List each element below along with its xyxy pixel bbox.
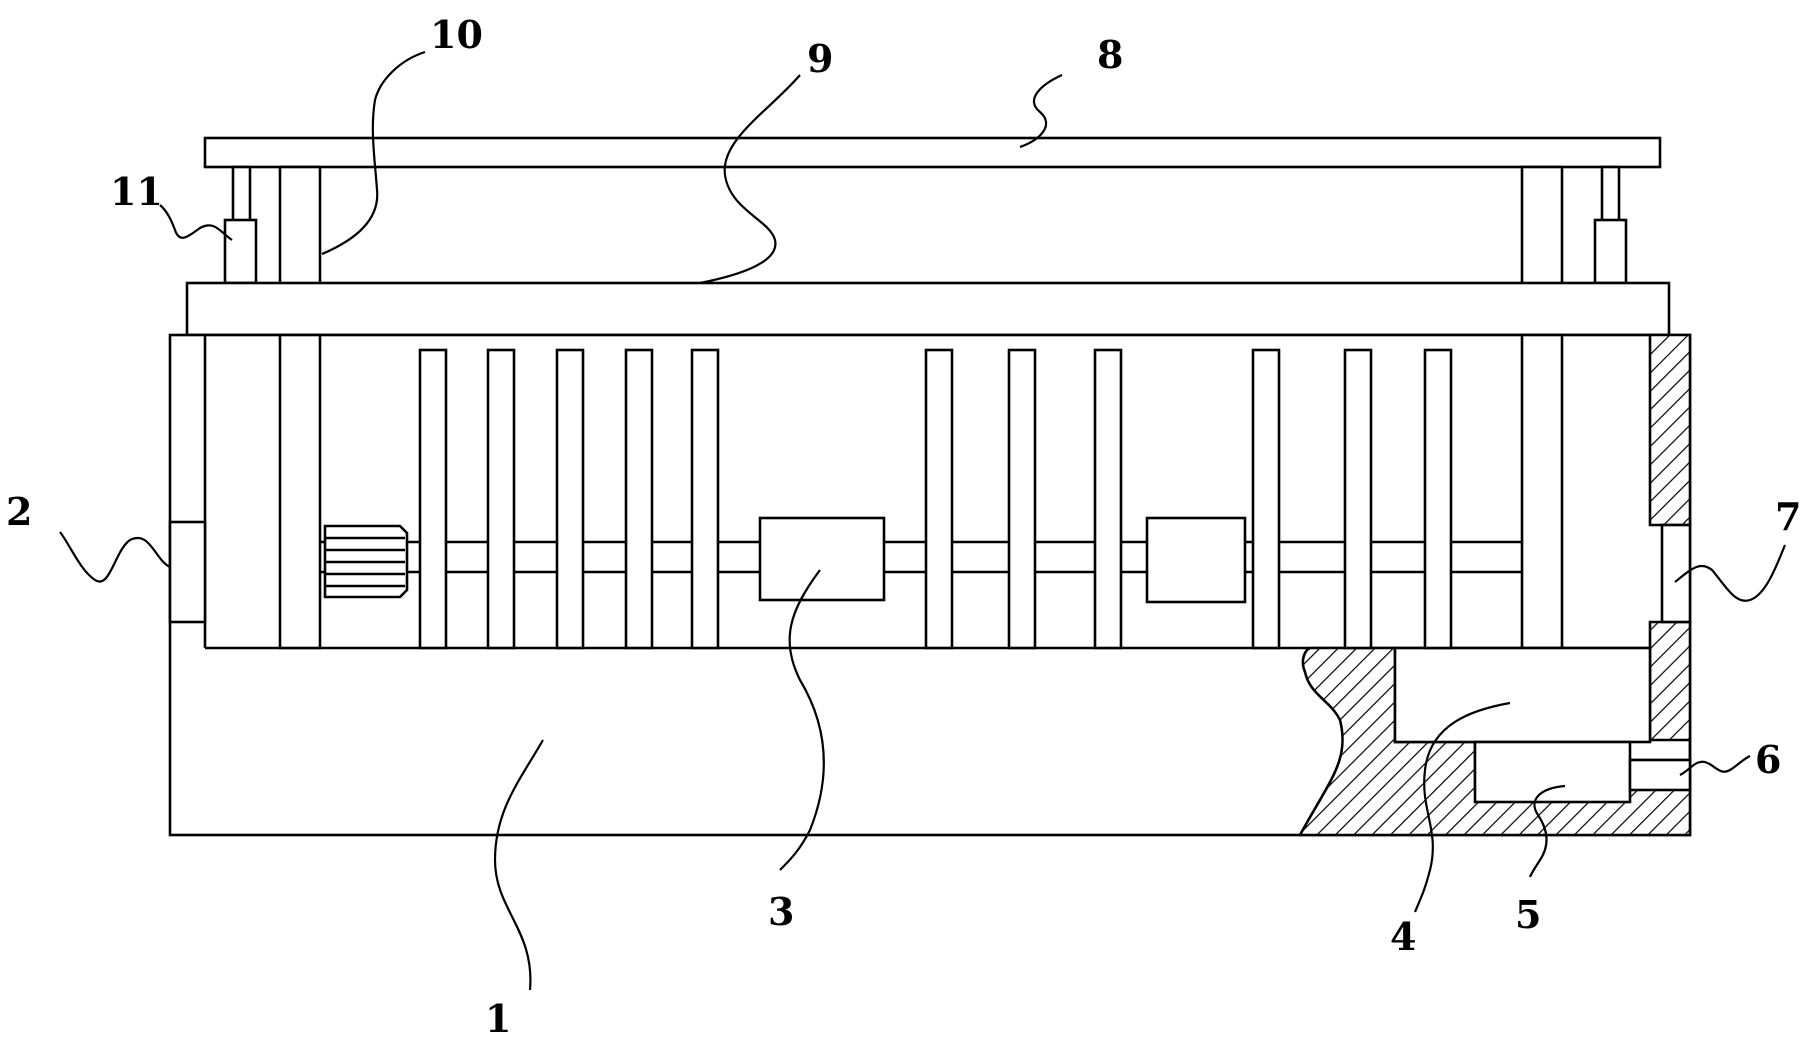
leader-6 (1679, 755, 1751, 776)
spline-gear (323, 524, 409, 599)
blade (1007, 348, 1037, 650)
blade (1093, 348, 1123, 650)
label-1: 1 (485, 996, 511, 1038)
label-6: 6 (1755, 737, 1781, 782)
hatched-wall-upper (1648, 333, 1692, 527)
blade-row (418, 348, 1453, 650)
left-cylinder-rod (231, 165, 252, 225)
leader-8 (1019, 73, 1063, 149)
shaft-block-left (758, 516, 886, 602)
leader-7 (1674, 544, 1787, 602)
right-guide-column-lower (1520, 333, 1564, 650)
leader-5 (1528, 784, 1566, 878)
label-4: 4 (1390, 914, 1416, 959)
leader-9 (699, 74, 801, 285)
leader-1 (493, 739, 544, 991)
blade (418, 348, 448, 650)
blade (924, 348, 954, 650)
leader-10 (321, 50, 426, 256)
blade (486, 348, 516, 650)
blade (1423, 348, 1453, 650)
right-cylinder-body (1593, 218, 1628, 285)
label-11: 11 (110, 169, 163, 214)
middle-plate (185, 281, 1671, 337)
blade (1343, 348, 1373, 650)
label-10: 10 (430, 12, 483, 57)
left-cylinder-body (223, 218, 258, 285)
label-2: 2 (6, 489, 32, 534)
blade (690, 348, 720, 650)
lower-block (1473, 740, 1632, 804)
leader-2 (59, 531, 171, 583)
blade (624, 348, 654, 650)
label-3: 3 (768, 889, 794, 934)
top-plate (203, 136, 1662, 169)
label-9: 9 (807, 36, 833, 81)
leader-11 (159, 204, 233, 241)
blade (1251, 348, 1281, 650)
blade (555, 348, 585, 650)
label-5: 5 (1515, 892, 1541, 937)
inner-chamber (1393, 646, 1652, 744)
right-cylinder-rod (1600, 165, 1621, 225)
leader-lines (59, 50, 1787, 991)
shaft-block-right (1145, 516, 1247, 604)
label-7: 7 (1775, 494, 1801, 539)
leader-4 (1413, 701, 1511, 913)
label-8: 8 (1097, 32, 1123, 77)
left-guide-column-lower (278, 333, 322, 650)
leader-3 (779, 569, 826, 871)
left-side-port (168, 520, 207, 624)
